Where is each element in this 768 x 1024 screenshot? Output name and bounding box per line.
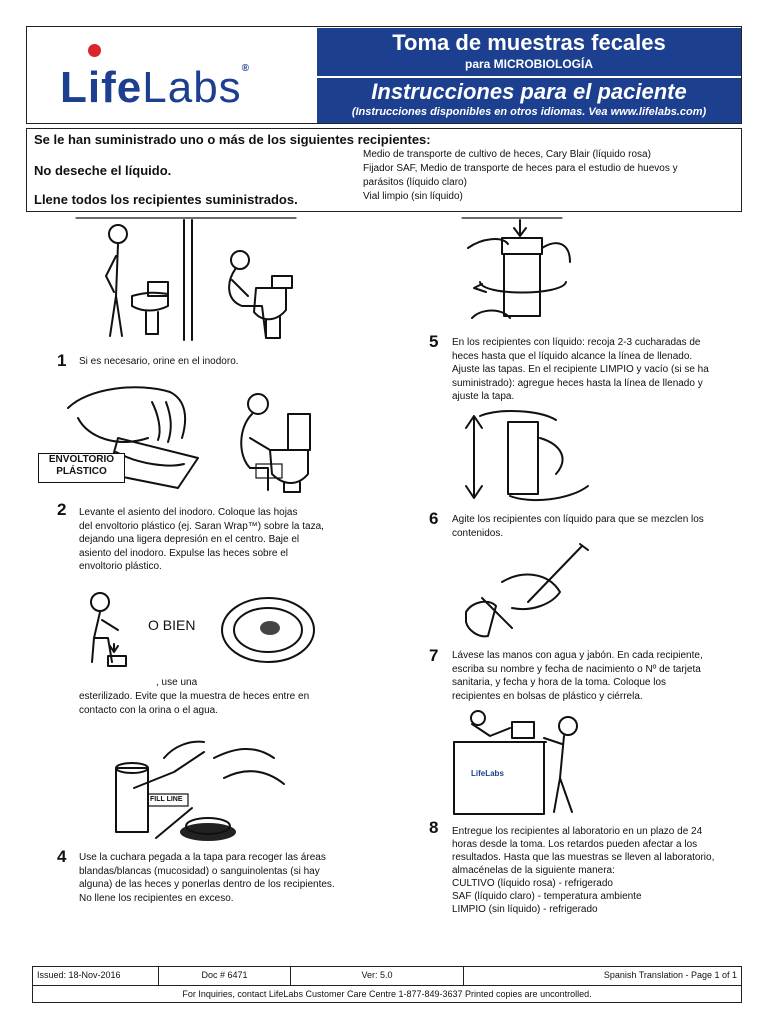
step4-spoon-illustration bbox=[115, 740, 285, 841]
step5-cap-illustration bbox=[461, 217, 571, 319]
container-item: Vial limpio (sin líquido) bbox=[363, 191, 463, 202]
container-list: Medio de transporte de cultivo de heces,… bbox=[363, 148, 678, 204]
translation-page: Spanish Translation - Page 1 of 1 bbox=[603, 970, 737, 980]
step8-text: Entregue los recipientes al laboratorio … bbox=[452, 826, 715, 915]
fill-all-note: Llene todos los recipientes suministrado… bbox=[34, 192, 298, 207]
issued-date: Issued: 18-Nov-2016 bbox=[33, 967, 159, 985]
step6-number: 6 bbox=[429, 509, 439, 528]
step8-lab-counter-illustration bbox=[453, 710, 578, 815]
no-discard-note: No deseche el líquido. bbox=[34, 163, 172, 178]
page-subtitle: para MICROBIOLOGÍA bbox=[464, 57, 593, 71]
step2-text: Levante el asiento del inodoro. Coloque … bbox=[79, 507, 324, 572]
page-title: Toma de muestras fecales bbox=[392, 30, 666, 55]
lifelabs-logo: LifeLabs® bbox=[27, 27, 315, 123]
container-item: parásitos (líquido claro) bbox=[363, 177, 467, 188]
instructions-band: Instrucciones para el paciente (Instrucc… bbox=[317, 78, 741, 123]
step7-text: Lávese las manos con agua y jabón. En ca… bbox=[452, 650, 703, 702]
step5-number: 5 bbox=[429, 332, 439, 351]
instructions-title: Instrucciones para el paciente bbox=[371, 79, 687, 104]
or-label: O BIEN bbox=[148, 617, 196, 633]
step7-number: 7 bbox=[429, 646, 439, 665]
logo-red-dot-icon bbox=[88, 44, 101, 57]
languages-note: (Instrucciones disponibles en otros idio… bbox=[351, 106, 707, 118]
step6-shake-illustration bbox=[465, 410, 589, 502]
container-item: Medio de transporte de cultivo de heces,… bbox=[363, 149, 651, 160]
step2-number: 2 bbox=[57, 500, 67, 519]
step7-label-illustration bbox=[465, 543, 589, 638]
step3-container-illustration bbox=[90, 592, 315, 667]
step1-number: 1 bbox=[57, 351, 67, 370]
step4-text: Use la cuchara pegada a la tapa para rec… bbox=[79, 852, 335, 904]
step4-number: 4 bbox=[57, 847, 67, 866]
step8-number: 8 bbox=[429, 818, 439, 837]
supplied-heading: Se le han suministrado uno o más de los … bbox=[34, 132, 431, 147]
footer-table: Issued: 18-Nov-2016 Doc # 6471 Ver: 5.0 … bbox=[32, 966, 742, 1003]
fill-line-label: FILL LINE bbox=[150, 796, 183, 803]
mini-lifelabs-logo: LifeLabs bbox=[471, 769, 504, 778]
containers-info-box bbox=[26, 128, 742, 212]
step1-urinate-illustration bbox=[75, 217, 297, 341]
step3-text: esterilizado. Evite que la muestra de he… bbox=[79, 691, 310, 716]
step5-text: En los recipientes con líquido: recoja 2… bbox=[452, 337, 709, 402]
step6-text: Agite los recipientes con líquido para q… bbox=[452, 514, 704, 539]
step1-text: Si es necesario, orine en el inodoro. bbox=[79, 356, 239, 367]
contact-line: For Inquiries, contact LifeLabs Customer… bbox=[182, 989, 592, 999]
header-frame bbox=[26, 26, 742, 124]
title-band: Toma de muestras fecales para MICROBIOLO… bbox=[317, 28, 741, 76]
doc-number: Doc # 6471 bbox=[159, 967, 291, 985]
version: Ver: 5.0 bbox=[291, 967, 464, 985]
container-item: Fijador SAF, Medio de transporte de hece… bbox=[363, 163, 678, 174]
step3-text-fragment: , use una bbox=[156, 677, 198, 688]
